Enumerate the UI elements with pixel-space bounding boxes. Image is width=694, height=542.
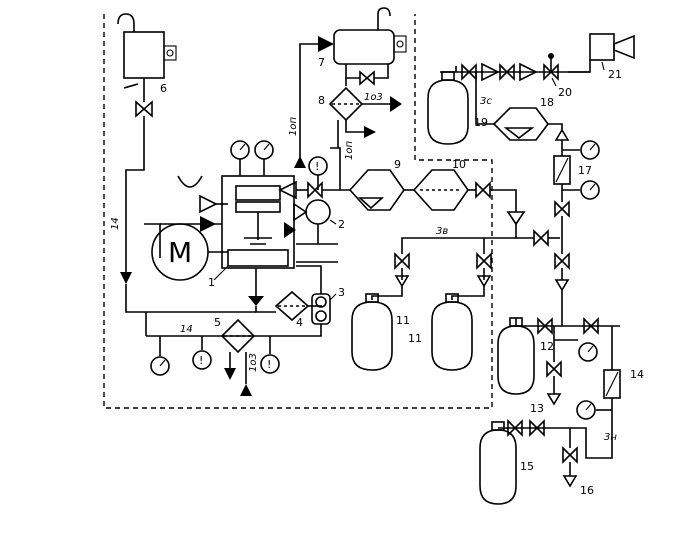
label-9: 9 <box>394 158 401 171</box>
label-1: 1 <box>208 276 215 289</box>
label-7: 7 <box>318 56 325 69</box>
label-15: 15 <box>520 460 534 473</box>
pipe-label-3c: 3с <box>480 96 492 107</box>
label-14: 14 <box>630 368 644 381</box>
valve-under-6: 14 <box>110 92 256 313</box>
separator-9: 9 <box>348 158 414 211</box>
pipe-label-1on-b: 1оп <box>344 141 355 160</box>
outlet-to-filter-4 <box>248 268 276 313</box>
label-12: 12 <box>540 340 554 353</box>
pipe-label-3b: 3в <box>436 226 448 237</box>
pipe-label-103-bottom: 1о3 <box>248 353 259 372</box>
label-4: 4 <box>296 316 303 329</box>
motor-symbol: M <box>168 236 192 269</box>
cylinder-11-a: 11 <box>351 293 410 371</box>
label-3: 3 <box>338 286 345 299</box>
pipe-label-1on: 1оп <box>288 117 299 136</box>
cylinder-12: 12 <box>497 317 554 395</box>
unit-21: 21 <box>589 33 635 81</box>
branch-12-13-14: 13 14 3н <box>516 317 644 459</box>
label-20: 20 <box>558 86 572 99</box>
label-13: 13 <box>530 402 544 415</box>
label-10: 10 <box>452 158 466 171</box>
indicator-bottom-b: ! <box>267 358 271 371</box>
outlet-16: 16 <box>562 428 594 497</box>
pipe-label-103-top: 1о3 <box>364 92 383 103</box>
label-5: 5 <box>214 316 221 329</box>
bottom-line-14: 14 ! ! <box>145 312 280 376</box>
label-17: 17 <box>578 164 592 177</box>
label-18: 18 <box>540 96 554 109</box>
unit-3: 3 <box>146 261 345 337</box>
label-11-a: 11 <box>396 314 410 327</box>
unit-2: 2 <box>284 199 345 245</box>
cylinder-11-b: 11 <box>408 293 473 371</box>
separator-10: 10 <box>412 158 534 239</box>
line-3c: 20 3с <box>440 53 591 125</box>
pipe-label-14-bottom: 14 <box>180 324 193 335</box>
label-2: 2 <box>338 218 345 231</box>
label-21: 21 <box>608 68 622 81</box>
pipe-label-14-left: 14 <box>110 217 121 230</box>
cylinder-15: 15 <box>479 419 570 505</box>
label-6: 6 <box>160 82 167 95</box>
cylinder-19: 19 <box>427 71 488 145</box>
line-3b: 3в <box>371 226 560 300</box>
motor-m: M <box>151 223 228 281</box>
filter-8: 8 1о3 <box>318 78 402 148</box>
unit-6: 6 <box>117 13 177 95</box>
pipe-label-3n: 3н <box>604 432 617 443</box>
label-8: 8 <box>318 94 325 107</box>
label-16: 16 <box>580 484 594 497</box>
label-19: 19 <box>474 116 488 129</box>
indicator-top: ! <box>315 160 319 173</box>
right-train: 17 <box>553 128 600 326</box>
compressor-1: 1 <box>144 140 295 289</box>
label-11-b: 11 <box>408 332 422 345</box>
filter-18: 18 <box>492 96 563 141</box>
indicator-bottom-a: ! <box>199 354 203 367</box>
filter-5: 5 1о3 <box>214 316 259 396</box>
unit-7: 7 <box>318 7 407 86</box>
dashed-enclosure-boundary <box>103 14 493 409</box>
line-to-separator-9: ! 1оп 1оп <box>278 43 355 200</box>
